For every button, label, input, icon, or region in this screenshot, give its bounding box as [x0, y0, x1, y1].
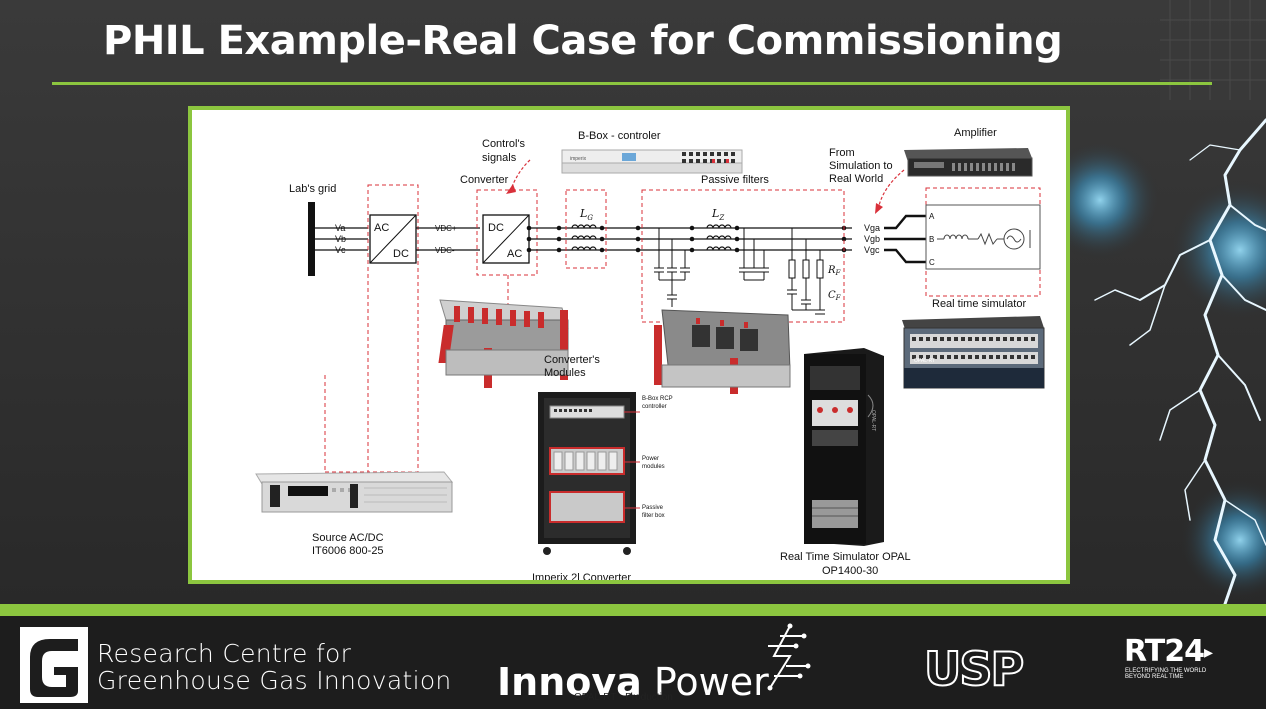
converter-label: Converter	[460, 174, 509, 186]
title-underline	[52, 82, 1212, 85]
imperix-rack-image	[538, 392, 640, 555]
footer-accent-band	[0, 604, 1266, 616]
rt24-tagline: ELECTRIFYING THE WORLD BEYOND REAL TIME	[1125, 668, 1215, 680]
bbox-label: B-Box - controler	[578, 130, 661, 142]
cf-label: CF	[828, 290, 842, 302]
converter-dashed-box	[476, 189, 538, 276]
research-centre-line1: Research Centre for	[97, 639, 352, 668]
lz-label: LZ	[711, 207, 724, 222]
usp-logo: USP	[923, 641, 1025, 697]
phase-b-label: Vb	[335, 234, 346, 244]
converter-modules-image	[438, 299, 791, 394]
rt-sim-schematic	[925, 204, 1041, 270]
innova-word: Innova	[497, 660, 642, 704]
ac-dc-bottom-label: DC	[393, 248, 409, 260]
ac-dc-top-label: AC	[374, 222, 389, 234]
power-modules-line2: modules	[642, 464, 665, 470]
innova-power-logo: Innova Power	[497, 660, 769, 704]
opal-cabinet-image: OPAL-RT	[804, 348, 884, 546]
rt-device-brand: OPAL-RT	[914, 358, 935, 364]
filter-capacitors	[654, 228, 769, 307]
opal-line2: OP1400-30	[822, 565, 878, 577]
converter-modules-line2: Modules	[544, 367, 586, 379]
vga-label: Vga	[864, 223, 880, 233]
opal-production-caption: OPAL-RT - Production	[574, 692, 673, 703]
passive-filters-label: Passive filters	[701, 174, 769, 186]
research-centre-name: Research Centre for Greenhouse Gas Innov…	[97, 640, 452, 694]
lab-grid-bus	[308, 202, 315, 276]
research-centre-logo-icon	[20, 627, 88, 703]
amplifier-arrow	[877, 169, 905, 211]
dc-ac-top-label: DC	[488, 222, 504, 234]
rt24-tagline-2: BEYOND REAL TIME	[1125, 674, 1184, 680]
rf-label: RF	[827, 265, 842, 277]
bbox-controller-image: imperix	[561, 149, 743, 174]
innova-power-mark-icon	[767, 623, 811, 691]
from-sim-line3: Real World	[829, 173, 883, 185]
imperix-converter-label: Imperix 2l Converter	[532, 572, 631, 580]
node-b-label: B	[929, 235, 934, 244]
rf-cf-branch	[787, 228, 825, 315]
passive-box-line1: Passive	[642, 505, 664, 511]
source-acdc-image	[255, 471, 454, 513]
node-a-label: A	[929, 212, 935, 221]
node-c-label: C	[929, 258, 935, 267]
slide-title: PHIL Example-Real Case for Commissioning	[103, 18, 1063, 64]
source-line1: Source AC/DC	[312, 532, 384, 544]
bbox-rcp-line1: B-Box RCP	[642, 396, 673, 402]
from-sim-line2: Simulation to	[829, 160, 893, 172]
dc-ac-bottom-label: AC	[507, 248, 522, 260]
opal-cabinet-brand: OPAL-RT	[870, 410, 876, 431]
footer-logos	[0, 616, 1266, 709]
rt24-logo: RT24▸	[1124, 634, 1213, 669]
passive-box-line2: filter box	[642, 513, 665, 519]
power-modules-line1: Power	[642, 456, 659, 462]
rt24-tagline-1: ELECTRIFYING THE WORLD	[1125, 668, 1207, 674]
lg-inductor-symbols	[571, 224, 597, 251]
from-sim-line1: From	[829, 147, 855, 159]
amplifier-image	[904, 148, 1033, 177]
vdc-plus-label: VDC+	[435, 224, 457, 233]
rt-sim-label: Real time simulator	[932, 298, 1026, 310]
grid-link-lines	[884, 214, 926, 264]
vgc-label: Vgc	[864, 245, 880, 255]
usp-text: USP	[923, 641, 1025, 697]
amplifier-label: Amplifier	[954, 127, 997, 139]
control-signals-line2: signals	[482, 152, 517, 164]
phase-a-label: Va	[335, 223, 345, 233]
phase-c-label: Vc	[335, 245, 346, 255]
phil-diagram: Lab's grid Va Vb Vc AC DC VDC+ VDC- Conv…	[192, 110, 1066, 580]
rt24-arrow-icon: ▸	[1203, 642, 1213, 663]
bbox-brand: imperix	[570, 156, 587, 162]
control-signals-line1: Control's	[482, 138, 526, 150]
lg-label: LG	[579, 207, 593, 222]
vgb-label: Vgb	[864, 234, 880, 244]
lab-grid-label: Lab's grid	[289, 183, 336, 195]
lz-inductor-symbols	[706, 224, 732, 251]
rt-sim-circuit	[937, 228, 1031, 250]
vdc-minus-label: VDC-	[435, 246, 455, 255]
converter-modules-line1: Converter's	[544, 354, 600, 366]
source-dashed-box	[367, 184, 419, 473]
source-line2: IT6006 800-25	[312, 545, 384, 557]
power-word: Power	[641, 660, 769, 704]
research-centre-line2: Greenhouse Gas Innovation	[97, 666, 452, 695]
bbox-rcp-line2: controller	[642, 404, 667, 410]
rt24-text: RT24	[1124, 634, 1205, 669]
opal-line1: Real Time Simulator OPAL	[780, 551, 911, 563]
rt-simulator-device-image: OPAL-RT	[902, 316, 1045, 389]
lg-dashed-box	[565, 189, 607, 269]
